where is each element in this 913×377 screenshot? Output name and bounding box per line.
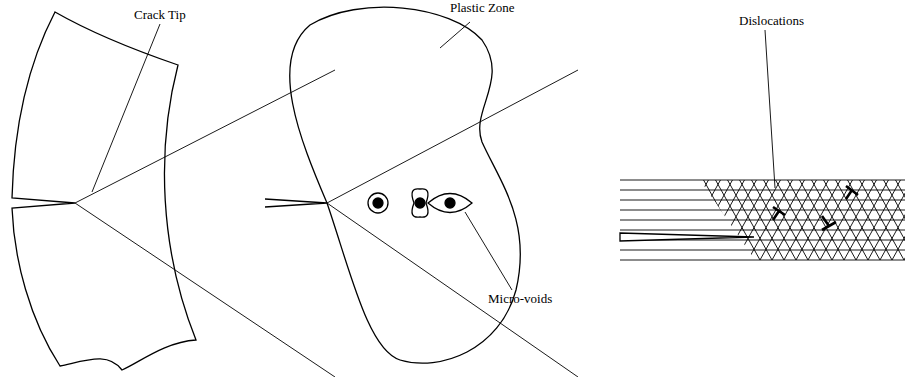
crack	[265, 199, 327, 207]
lattice-plane	[620, 260, 905, 261]
slip-plane	[796, 170, 846, 260]
leader-line	[465, 212, 512, 290]
slip-plane	[832, 170, 882, 260]
slip-plane	[890, 170, 913, 260]
slip-plane	[700, 170, 750, 260]
slip-plane	[772, 170, 822, 260]
slip-plane	[662, 170, 712, 260]
slip-plane	[866, 170, 913, 260]
slip-plane	[698, 170, 748, 260]
slip-plane	[770, 170, 820, 260]
micro-void	[368, 193, 388, 213]
slip-plane	[902, 170, 913, 260]
micro-void	[412, 189, 428, 217]
plastic-zone-outline	[290, 7, 521, 363]
zoom-line	[327, 70, 578, 203]
slip-planes	[590, 170, 913, 260]
slip-plane	[736, 170, 786, 260]
specimen-outline	[12, 12, 196, 370]
crack	[620, 233, 754, 241]
slip-plane	[794, 170, 844, 260]
slip-plane	[722, 170, 772, 260]
slip-plane	[650, 170, 700, 260]
slip-plane	[614, 170, 664, 260]
slip-plane	[856, 170, 906, 260]
part-label: Micro-voids	[486, 292, 554, 306]
slip-plane	[712, 170, 762, 260]
slip-plane	[688, 170, 738, 260]
slip-plane	[638, 170, 688, 260]
lattice-plane	[620, 210, 905, 211]
slip-plane	[758, 170, 808, 260]
slip-plane	[724, 170, 774, 260]
slip-plane	[808, 170, 858, 260]
slip-plane	[664, 170, 714, 260]
slip-plane	[652, 170, 702, 260]
slip-plane	[904, 170, 913, 260]
lattice-plane	[620, 220, 905, 221]
part-label: Crack Tip	[132, 8, 188, 22]
slip-plane	[626, 170, 676, 260]
slip-plane	[854, 170, 904, 260]
dislocation-symbol	[773, 186, 858, 230]
slip-plane	[734, 170, 784, 260]
slip-plane	[782, 170, 832, 260]
slip-plane	[784, 170, 834, 260]
slip-plane	[878, 170, 913, 260]
slip-plane	[602, 170, 652, 260]
slip-plane	[686, 170, 736, 260]
slip-plane	[674, 170, 724, 260]
slip-plane	[806, 170, 856, 260]
slip-plane	[590, 170, 640, 260]
slip-plane	[748, 170, 798, 260]
slip-plane	[640, 170, 690, 260]
zoom-line	[327, 203, 578, 377]
leader-line	[92, 24, 160, 192]
slip-plane	[818, 170, 868, 260]
slip-plane	[830, 170, 880, 260]
leader-line	[765, 30, 775, 188]
lattice-plane	[620, 180, 905, 181]
slip-plane	[746, 170, 796, 260]
slip-plane	[820, 170, 870, 260]
slip-plane	[842, 170, 892, 260]
zoom-line	[75, 203, 335, 377]
slip-plane	[844, 170, 894, 260]
part-label: Dislocations	[737, 14, 806, 28]
leader-line	[440, 22, 470, 48]
slip-plane	[760, 170, 810, 260]
lattice-plane	[620, 230, 905, 231]
part-label: Plastic Zone	[448, 1, 517, 15]
slip-plane	[676, 170, 726, 260]
slip-plane	[710, 170, 760, 260]
micro-void	[428, 194, 472, 213]
